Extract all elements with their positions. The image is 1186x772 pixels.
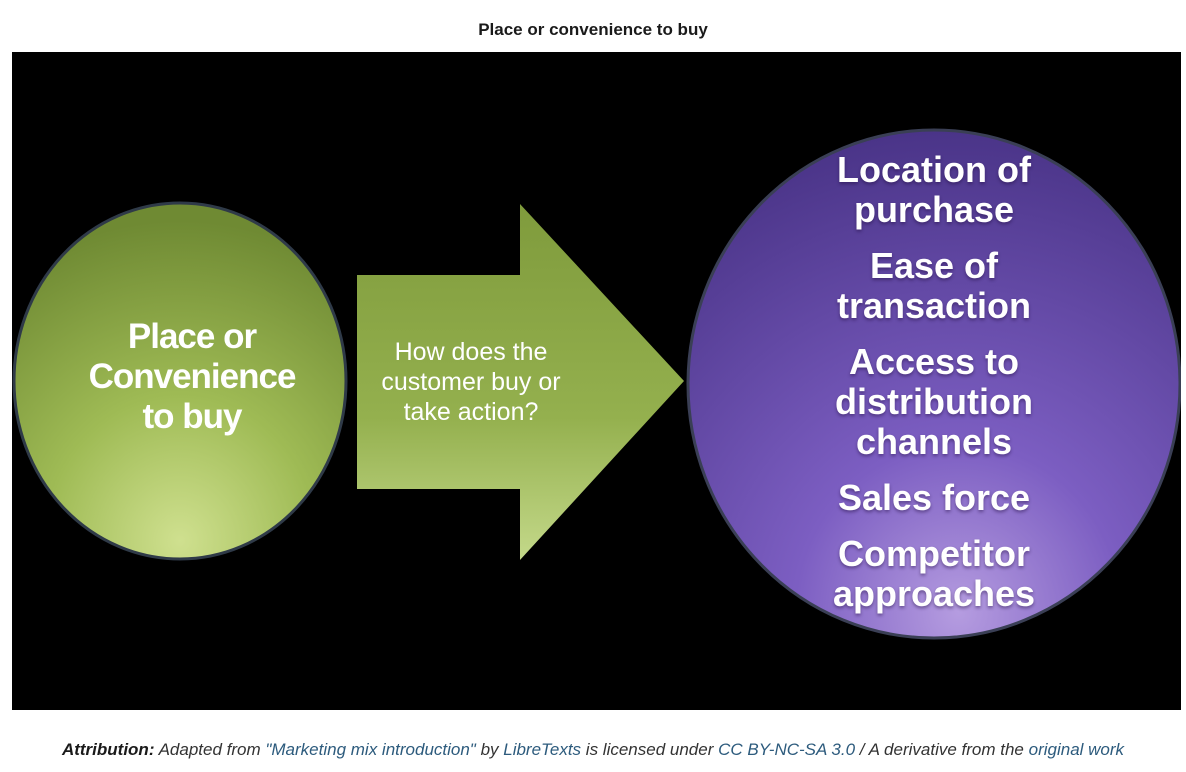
page-title: Place or convenience to buy (478, 20, 708, 39)
source-title-link[interactable]: "Marketing mix introduction" (265, 740, 476, 759)
author-link[interactable]: LibreTexts (503, 740, 582, 759)
list-item-location: Location of purchase (837, 149, 1031, 230)
list-item-sales-force: Sales force (837, 477, 1031, 518)
left-circle-line: Convenience (88, 357, 297, 396)
arrow-line: take action? (403, 398, 539, 426)
diagram-graphic (12, 128, 1181, 640)
left-circle (12, 201, 348, 561)
arrow-label: How does the customer buy or take action… (356, 337, 586, 427)
right-circle (686, 128, 1181, 640)
arrow-line: customer buy or (381, 368, 561, 396)
list-item-ease: Ease of transaction (836, 245, 1032, 326)
right-circle-list: Location of purchase Ease of transaction… (802, 150, 1066, 630)
diagram-panel: Place or Convenience to buy How does the… (12, 52, 1181, 710)
right-arrow (357, 204, 684, 560)
left-circle-line: to buy (142, 397, 243, 436)
attribution-label: Attribution: (61, 740, 155, 759)
list-item-access: Access to distribution channels (835, 341, 1033, 462)
attribution: Attribution: Adapted from "Marketing mix… (61, 740, 1125, 759)
original-work-link[interactable]: original work (1028, 740, 1125, 759)
license-link[interactable]: CC BY-NC-SA 3.0 (718, 740, 856, 759)
left-circle-line: Place or (127, 317, 257, 356)
arrow-line: How does the (394, 338, 548, 366)
left-circle-label: Place or Convenience to buy (37, 317, 347, 437)
list-item-competitor: Competitor approaches (832, 533, 1036, 614)
